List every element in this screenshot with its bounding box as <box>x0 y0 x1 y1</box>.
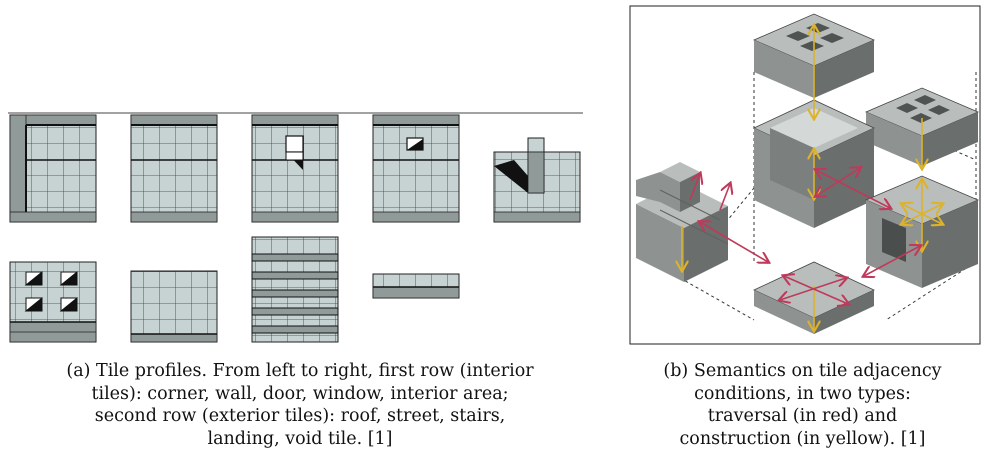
caption-b: (b) Semantics on tile adjacency conditio… <box>620 360 985 450</box>
tile-street <box>130 270 218 343</box>
adjacency-figure <box>629 5 981 345</box>
tile-interior-area <box>493 137 581 223</box>
caption-b-line-4: construction (in yellow). [1] <box>679 428 926 449</box>
caption-b-line-3: traversal (in red) and <box>707 406 898 426</box>
traversal-arrows <box>689 168 920 304</box>
tile-wall <box>130 114 218 223</box>
caption-a-line-3: second row (exterior tiles): roof, stree… <box>94 406 506 426</box>
tile-profiles-figure <box>8 112 583 343</box>
tile-landing <box>372 273 460 299</box>
tile-roof <box>9 261 97 343</box>
panel-a-tile-profiles: (a) Tile profiles. From left to right, f… <box>0 112 600 450</box>
tile-window <box>372 114 460 223</box>
tile-stairs <box>251 236 339 343</box>
caption-a-line-4: landing, void tile. [1] <box>207 428 393 449</box>
panel-b-adjacency-semantics: (b) Semantics on tile adjacency conditio… <box>620 0 985 474</box>
caption-b-line-2: conditions, in two types: <box>694 383 911 404</box>
tile-door <box>251 114 339 223</box>
caption-b-line-1: (b) Semantics on tile adjacency <box>663 361 942 381</box>
caption-a: (a) Tile profiles. From left to right, f… <box>0 360 600 450</box>
caption-a-line-1: (a) Tile profiles. From left to right, f… <box>66 361 534 381</box>
caption-a-line-2: tiles): corner, wall, door, window, inte… <box>91 383 509 404</box>
tile-corner <box>9 114 97 223</box>
construction-arrows <box>682 26 942 330</box>
block-right-roof <box>864 87 980 166</box>
